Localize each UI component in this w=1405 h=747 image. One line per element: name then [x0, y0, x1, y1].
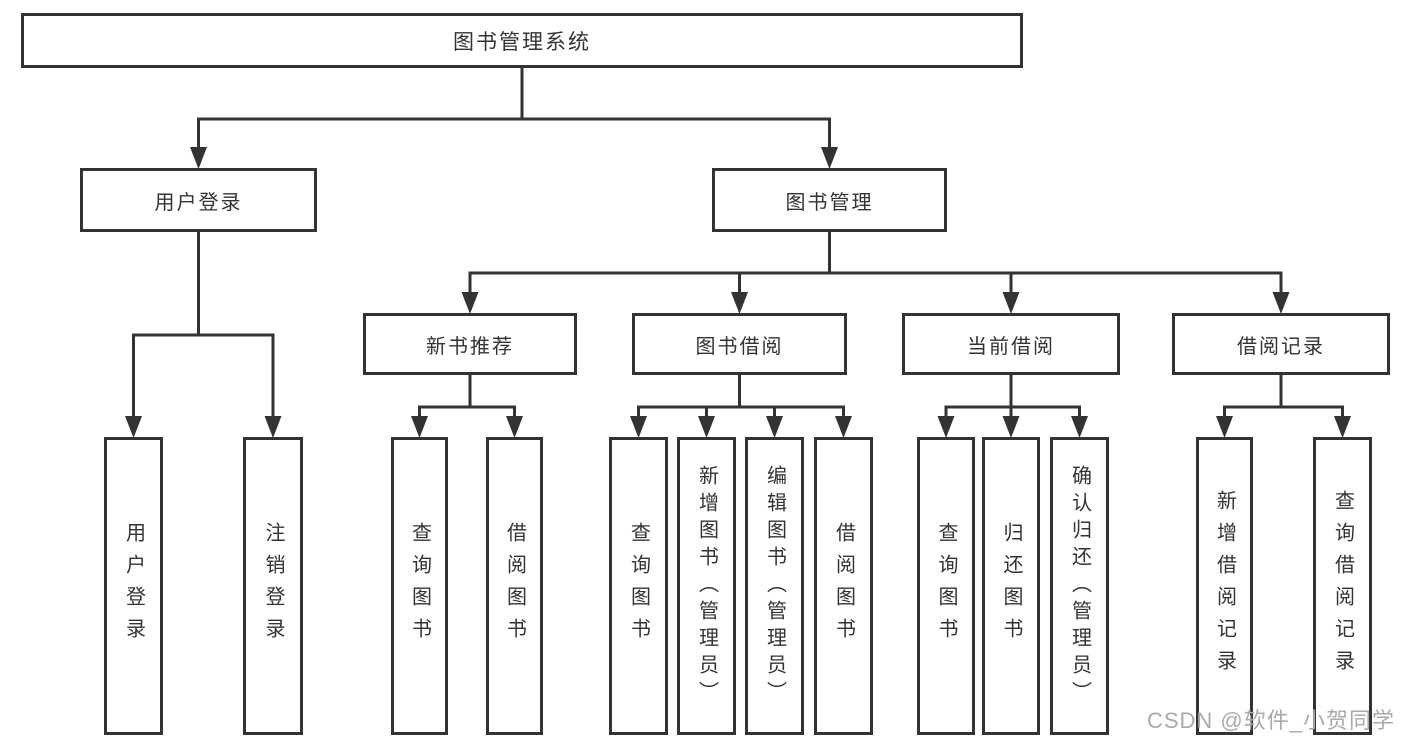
node-book-mgmt: 图书管理 [712, 168, 947, 232]
node-label: 查询图书 [408, 522, 431, 650]
node-label: 确认归还（管理员） [1068, 464, 1091, 708]
node-book-borrow: 图书借阅 [632, 313, 847, 375]
node-label: 当前借阅 [967, 335, 1055, 358]
node-label: 用户登录 [154, 191, 243, 214]
watermark: CSDN @软件_小贺同学 [1146, 708, 1395, 733]
node-label: 新书推荐 [426, 335, 514, 358]
node-leaf-query-book-2: 查询图书 [609, 437, 668, 735]
node-label: 查询图书 [627, 522, 650, 650]
node-leaf-query-record: 查询借阅记录 [1313, 437, 1372, 735]
node-label: 新增借阅记录 [1213, 490, 1236, 682]
node-leaf-edit-book: 编辑图书（管理员） [745, 437, 804, 735]
node-label: 图书管理系统 [453, 30, 591, 54]
node-user-login: 用户登录 [80, 168, 317, 232]
node-borrow-records: 借阅记录 [1172, 313, 1390, 375]
node-leaf-confirm-return: 确认归还（管理员） [1050, 437, 1109, 735]
node-leaf-add-book: 新增图书（管理员） [677, 437, 736, 735]
node-leaf-return-book: 归还图书 [982, 437, 1040, 735]
node-label: 用户登录 [122, 522, 145, 650]
node-label: 归还图书 [1000, 522, 1022, 650]
node-label: 查询图书 [935, 522, 957, 650]
node-leaf-borrow-book-2: 借阅图书 [814, 437, 873, 735]
node-label: 查询借阅记录 [1331, 490, 1354, 682]
node-label: 借阅图书 [503, 522, 526, 650]
node-leaf-user-login: 用户登录 [104, 437, 163, 735]
node-leaf-query-book-3: 查询图书 [917, 437, 975, 735]
node-current-borrow: 当前借阅 [902, 313, 1120, 375]
node-label: 图书借阅 [695, 335, 784, 358]
node-new-book-rec: 新书推荐 [363, 313, 577, 375]
node-label: 注销登录 [262, 522, 284, 650]
node-leaf-query-book-1: 查询图书 [391, 437, 448, 735]
node-leaf-add-record: 新增借阅记录 [1196, 437, 1253, 735]
node-label: 借阅图书 [832, 522, 855, 650]
node-leaf-borrow-book-1: 借阅图书 [486, 437, 543, 735]
node-label: 编辑图书（管理员） [763, 464, 786, 708]
node-root: 图书管理系统 [21, 13, 1023, 68]
node-label: 借阅记录 [1237, 335, 1325, 358]
node-leaf-logout: 注销登录 [243, 437, 303, 735]
node-label: 图书管理 [785, 191, 874, 214]
node-label: 新增图书（管理员） [695, 464, 718, 708]
